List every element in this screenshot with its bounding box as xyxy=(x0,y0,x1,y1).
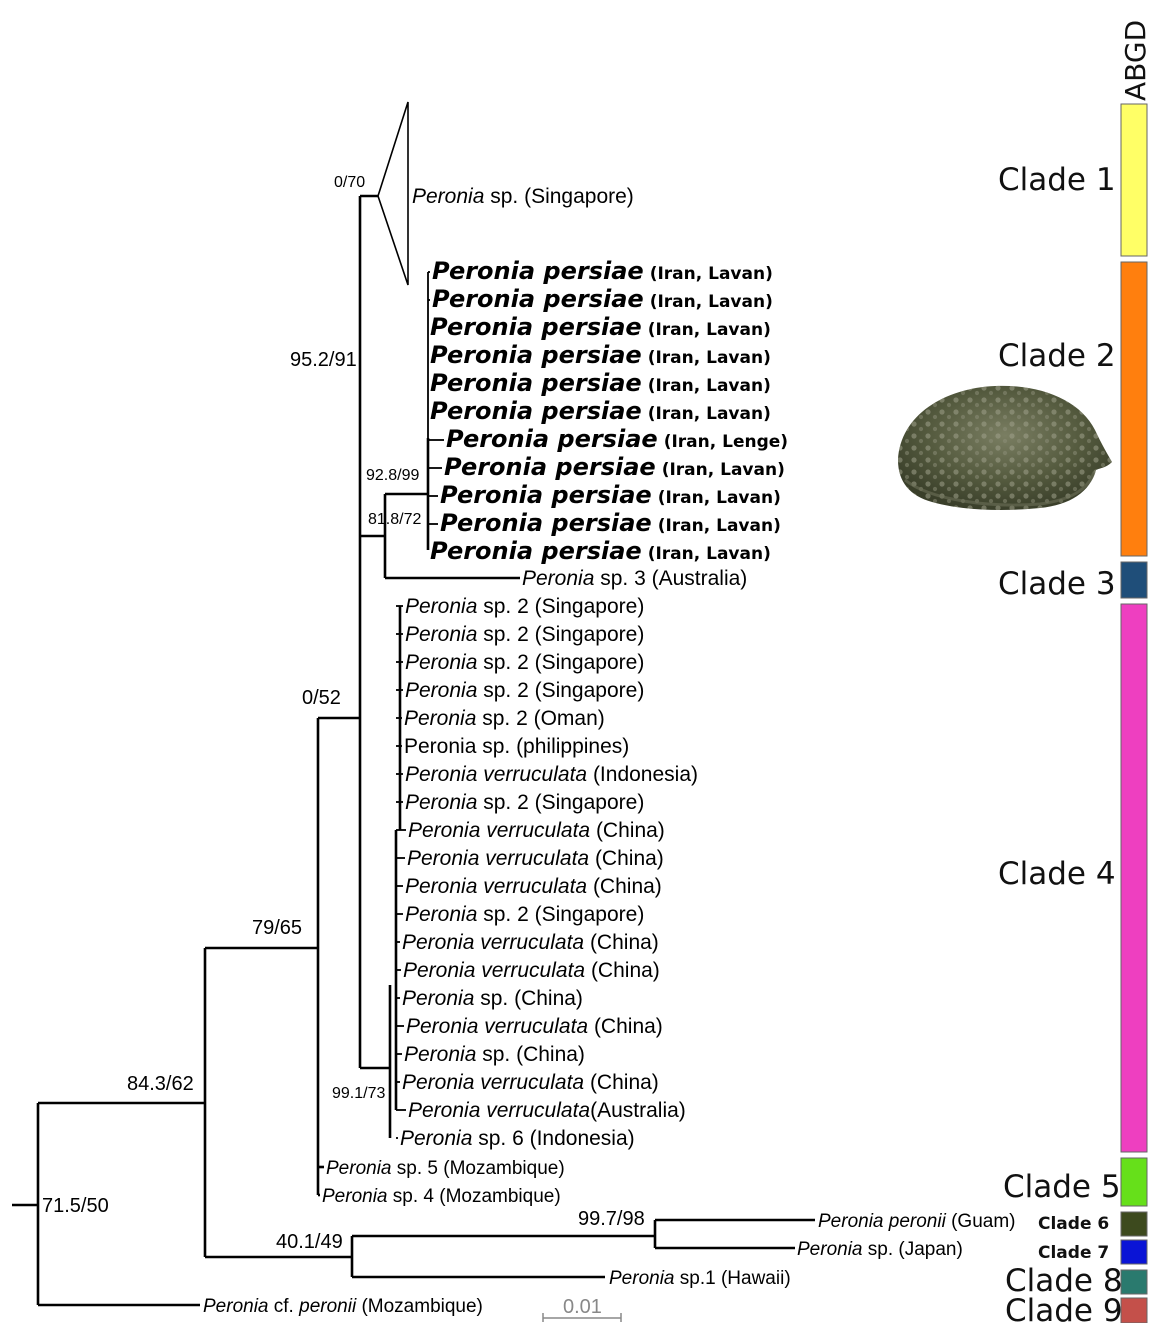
tip-persiae: Peronia persiae(Iran, Lavan) xyxy=(430,341,771,369)
clade-4-label: Clade 4 xyxy=(998,856,1116,892)
support-n10: 99.7/98 xyxy=(578,1208,645,1230)
tip-clade4: Peronia verruculata(Australia) xyxy=(408,1099,686,1122)
tip-clade4: Peronia sp. (philippines) xyxy=(404,735,629,758)
tip-clade4: Peronia sp. 2 (Singapore) xyxy=(405,595,644,618)
clade-5-label: Clade 5 xyxy=(1003,1169,1121,1205)
tip-clade4: Peronia sp. 2 (Singapore) xyxy=(405,903,644,926)
support-n9: 40.1/49 xyxy=(276,1231,343,1253)
abgd-bars xyxy=(1121,104,1147,1323)
tip-clade4: Peronia verruculata (China) xyxy=(407,847,664,870)
tip-mozambique-sp4: Peronia sp. 4 (Mozambique) xyxy=(322,1186,561,1207)
tip-mozambique-cf: Peronia cf. peronii (Mozambique) xyxy=(203,1296,483,1317)
tip-australia-sp3: Peronia sp. 3 (Australia) xyxy=(522,567,747,590)
abgd-bar xyxy=(1121,604,1147,1152)
tip-clade4: Peronia sp. (China) xyxy=(404,1043,585,1066)
tip-persiae: Peronia persiae(Iran, Lavan) xyxy=(432,285,773,313)
abgd-bar xyxy=(1121,1212,1147,1236)
tip-clade4: Peronia verruculata (China) xyxy=(402,1071,659,1094)
abgd-bar xyxy=(1121,562,1147,598)
tip-collapsed-singapore: Peronia sp. (Singapore) xyxy=(412,185,634,208)
clade-3-label: Clade 3 xyxy=(998,566,1116,602)
tip-clade4: Peronia verruculata (China) xyxy=(406,1015,663,1038)
clade-9-label: Clade 9 xyxy=(1005,1293,1123,1323)
clade-1-label: Clade 1 xyxy=(998,162,1116,198)
tip-persiae: Peronia persiae(Iran, Lavan) xyxy=(430,537,771,565)
abgd-bar xyxy=(1121,1240,1147,1264)
tip-clade4: Peronia verruculata (China) xyxy=(405,875,662,898)
support-root: 71.5/50 xyxy=(42,1195,109,1217)
support-n6: 92.8/99 xyxy=(366,467,419,484)
abgd-bar xyxy=(1121,262,1147,556)
tip-guam: Peronia peronii (Guam) xyxy=(818,1211,1016,1232)
support-n5: 0/70 xyxy=(334,174,365,191)
tip-persiae: Peronia persiae(Iran, Lavan) xyxy=(430,369,771,397)
abgd-header: ABGD xyxy=(1119,20,1151,101)
tip-persiae: Peronia persiae(Iran, Lavan) xyxy=(430,397,771,425)
support-n1: 84.3/62 xyxy=(127,1073,194,1095)
tip-clade4: Peronia sp. 2 (Oman) xyxy=(404,707,605,730)
tip-clade4: Peronia verruculata (Indonesia) xyxy=(405,763,698,786)
support-n7: 81.8/72 xyxy=(368,511,421,528)
tip-persiae: Peronia persiae(Iran, Lavan) xyxy=(432,257,773,285)
support-n3: 0/52 xyxy=(302,687,341,709)
abgd-bar xyxy=(1121,1298,1147,1323)
tip-clade4: Peronia sp. 2 (Singapore) xyxy=(405,651,644,674)
support-n2: 79/65 xyxy=(252,917,302,939)
abgd-bar xyxy=(1121,1158,1147,1206)
tip-clade4: Peronia sp. 6 (Indonesia) xyxy=(400,1127,635,1150)
tip-persiae: Peronia persiae(Iran, Lavan) xyxy=(444,453,785,481)
tip-clade4: Peronia sp. 2 (Singapore) xyxy=(405,679,644,702)
tip-mozambique-sp5: Peronia sp. 5 (Mozambique) xyxy=(326,1158,565,1179)
tip-clade4: Peronia verruculata (China) xyxy=(402,931,659,954)
abgd-bar xyxy=(1121,1270,1147,1294)
tip-clade4: Peronia sp. 2 (Singapore) xyxy=(405,791,644,814)
tip-persiae: Peronia persiae(Iran, Lenge) xyxy=(446,425,788,453)
tip-persiae: Peronia persiae(Iran, Lavan) xyxy=(440,481,781,509)
scale-bar: 0.01 xyxy=(543,1296,621,1322)
tip-clade4: Peronia verruculata (China) xyxy=(403,959,660,982)
clade-6-label: Clade 6 xyxy=(1038,1214,1109,1234)
tip-clade4: Peronia sp. (China) xyxy=(402,987,583,1010)
clade-7-label: Clade 7 xyxy=(1038,1243,1109,1263)
clade-2-label: Clade 2 xyxy=(998,338,1116,374)
tip-persiae: Peronia persiae(Iran, Lavan) xyxy=(440,509,781,537)
abgd-bar xyxy=(1121,104,1147,256)
clade4-tip-labels: Peronia sp. 2 (Singapore) Peronia sp. 2 (… xyxy=(400,595,698,1150)
tip-hawaii: Peronia sp.1 (Hawaii) xyxy=(609,1268,791,1289)
support-n4: 95.2/91 xyxy=(290,349,357,371)
clade-labels: Clade 1 Clade 2 Clade 3 Clade 4 Clade 5 … xyxy=(998,162,1123,1323)
tip-clade4: Peronia verruculata (China) xyxy=(408,819,665,842)
support-n8: 99.1/73 xyxy=(332,1085,385,1102)
peronia-slug-image xyxy=(898,386,1112,510)
scale-bar-label: 0.01 xyxy=(563,1296,602,1318)
tip-persiae: Peronia persiae(Iran, Lavan) xyxy=(430,313,771,341)
clade2-tip-labels: Peronia persiae(Iran, Lavan)Peronia pers… xyxy=(430,257,788,565)
tip-clade4: Peronia sp. 2 (Singapore) xyxy=(405,623,644,646)
tip-japan: Peronia sp. (Japan) xyxy=(797,1239,963,1260)
